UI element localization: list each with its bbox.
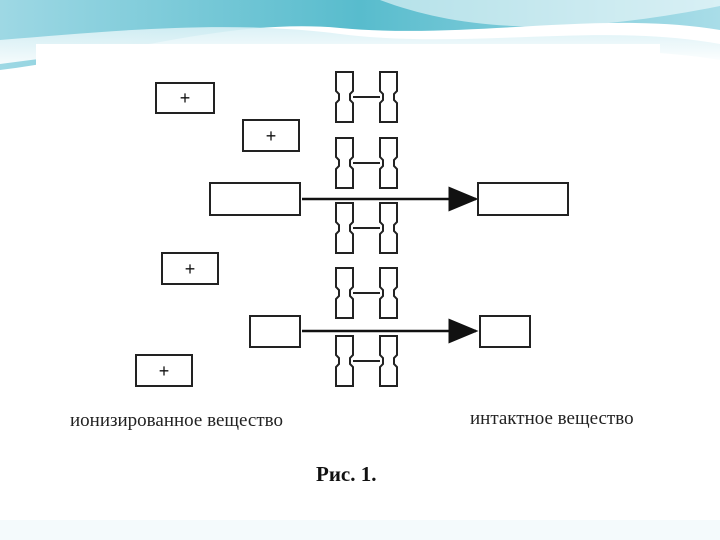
molecule-bar <box>335 335 354 387</box>
particle-box-upper-right <box>477 182 569 216</box>
molecule-bar <box>335 137 354 189</box>
molecule-bar <box>379 202 398 254</box>
molecule-bar <box>379 137 398 189</box>
ion-box-3: + <box>161 252 219 285</box>
plus-sign: + <box>184 258 196 279</box>
header-wave-highlight <box>380 0 720 27</box>
ion-box-4: + <box>135 354 193 387</box>
molecule-bar <box>335 267 354 319</box>
molecule-3 <box>335 202 398 254</box>
molecule-bar <box>379 335 398 387</box>
figure-caption: Рис. 1. <box>316 462 377 486</box>
intact-substance-label: интактное вещество <box>470 408 634 429</box>
plus-sign: + <box>265 125 277 146</box>
particle-box-upper-left <box>209 182 301 216</box>
particle-box-lower-right <box>479 315 531 348</box>
molecule-bar <box>379 267 398 319</box>
molecule-1 <box>335 71 398 123</box>
molecule-bar <box>379 71 398 123</box>
molecule-2 <box>335 137 398 189</box>
ion-box-1: + <box>155 82 215 114</box>
molecule-bar <box>335 71 354 123</box>
molecule-4 <box>335 267 398 319</box>
molecule-bar <box>335 202 354 254</box>
molecule-5 <box>335 335 398 387</box>
plus-sign: + <box>179 88 191 108</box>
ion-box-2: + <box>242 119 300 152</box>
plus-sign: + <box>158 360 170 381</box>
particle-box-lower-left <box>249 315 301 348</box>
ionized-substance-label: ионизированное вещество <box>70 410 283 431</box>
